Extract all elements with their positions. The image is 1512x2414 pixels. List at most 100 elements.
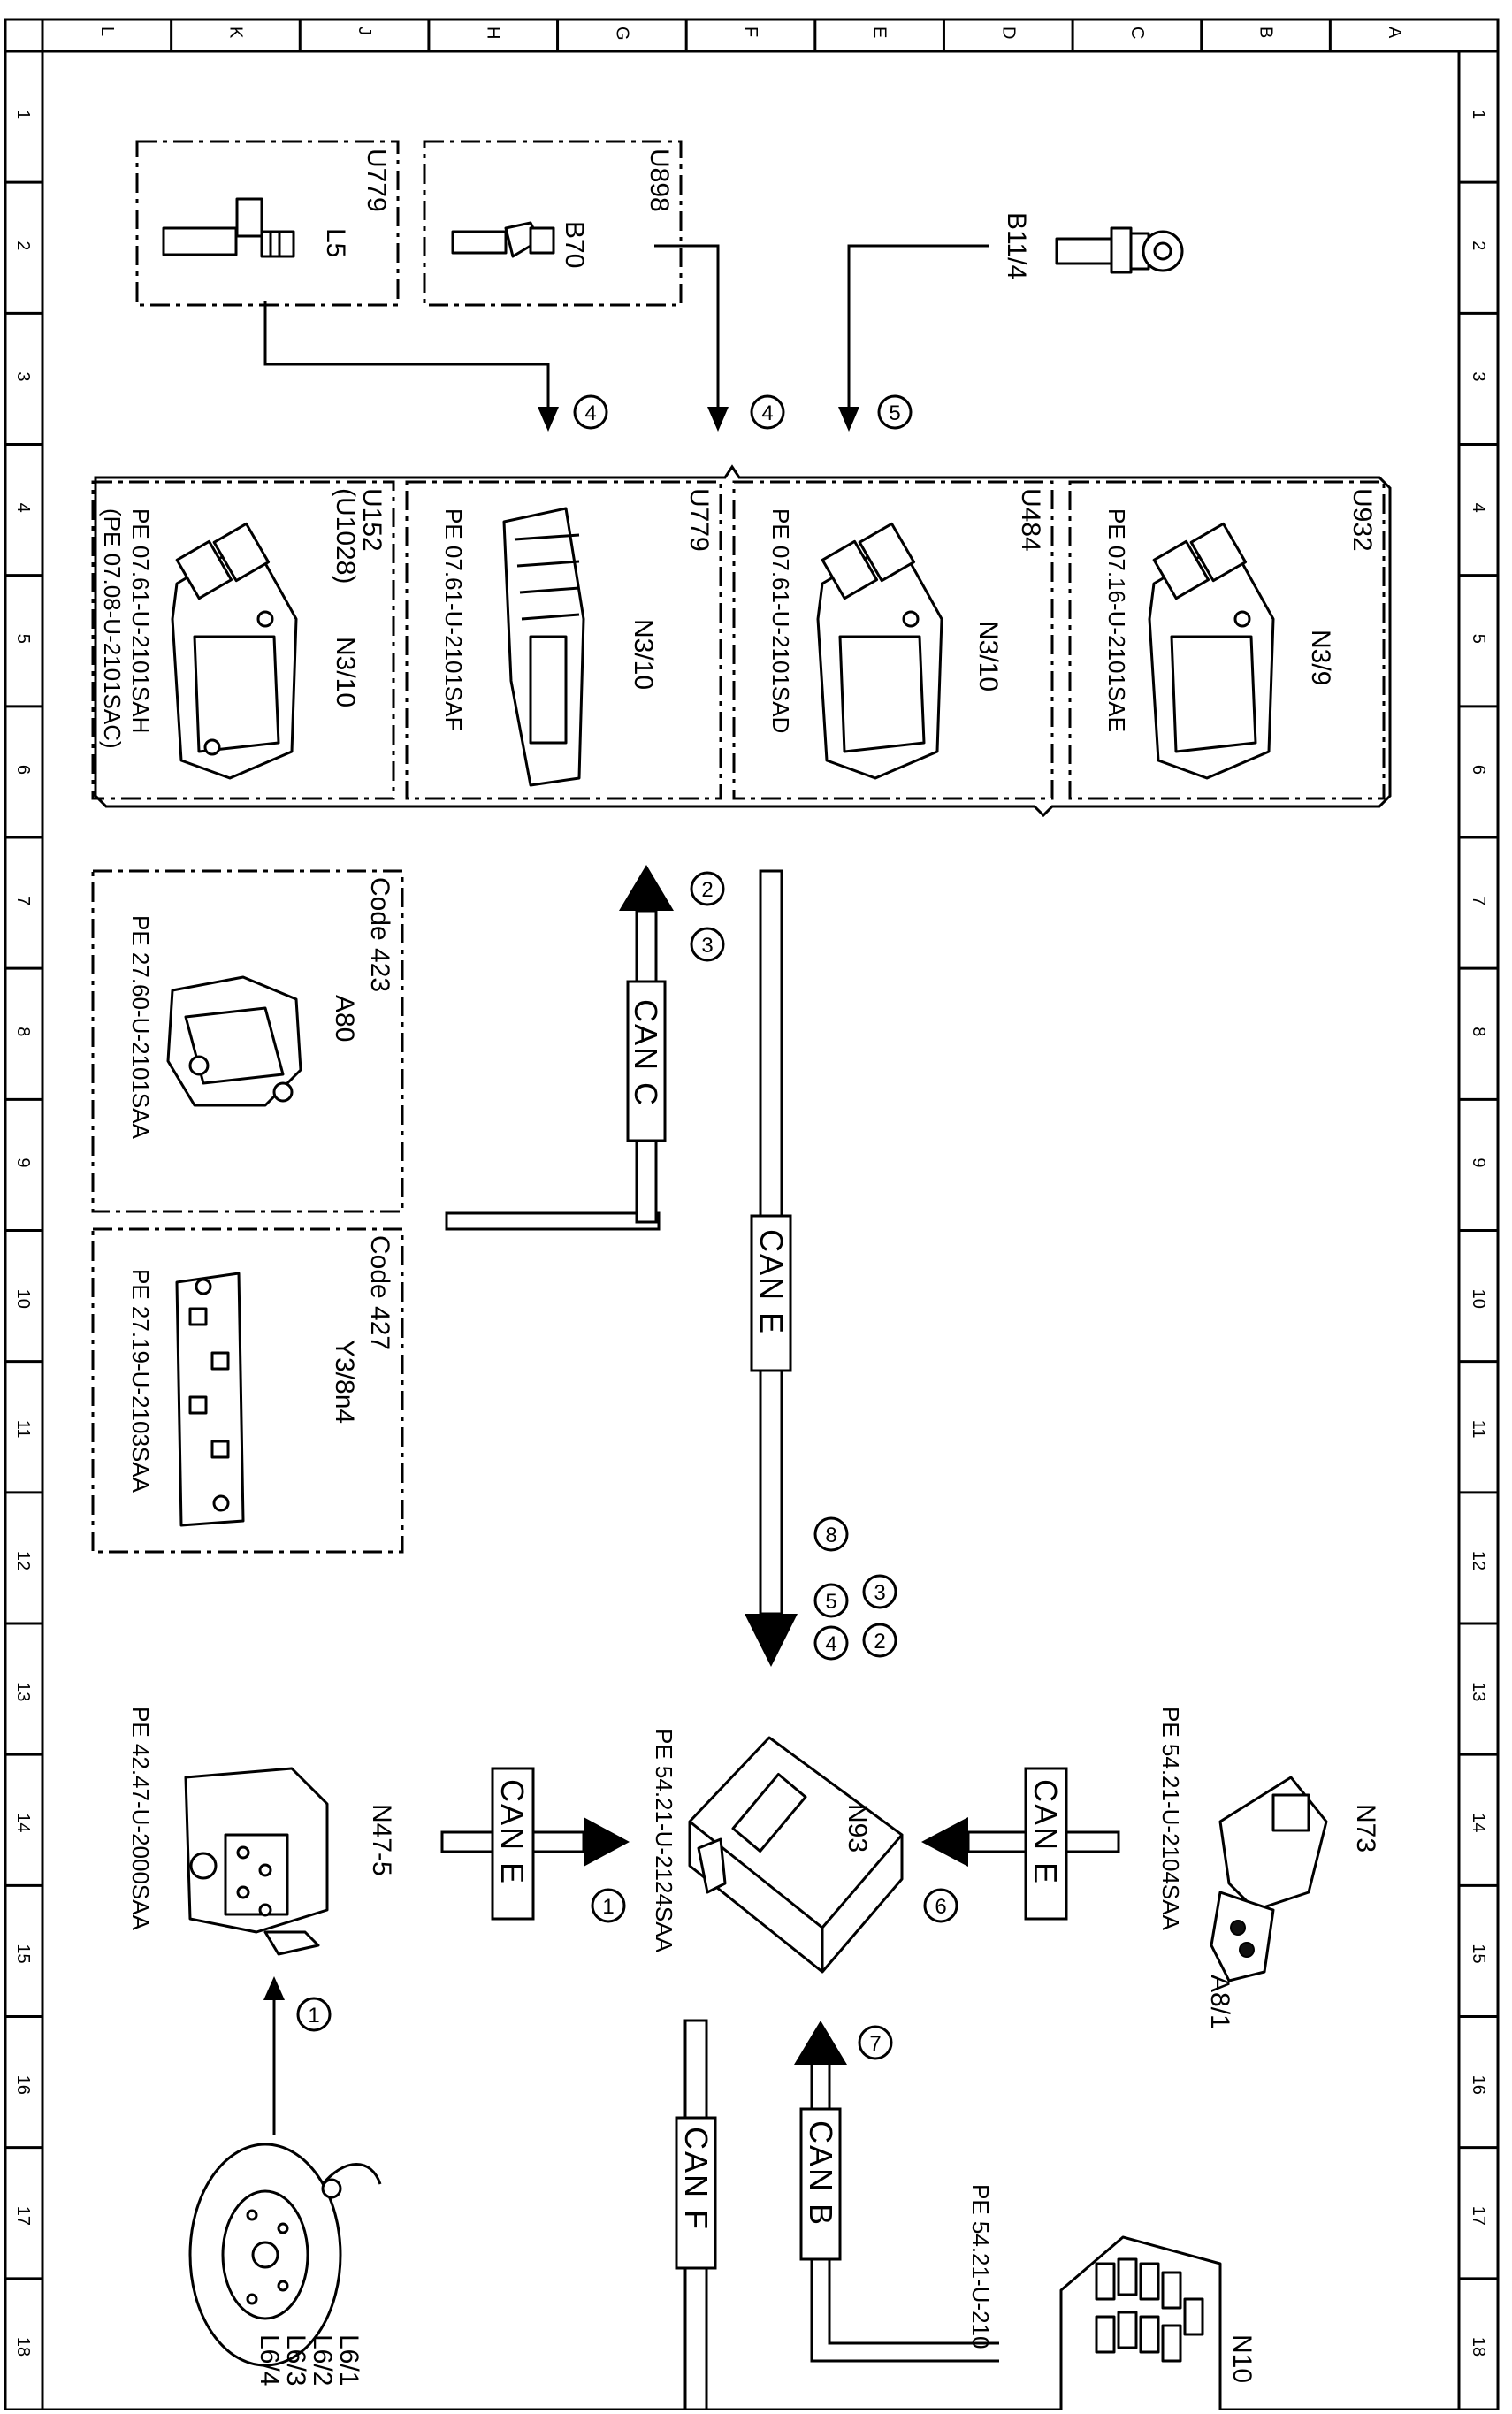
can-c-bus: CAN C 2 3 — [445, 865, 725, 1231]
can-f-bus: CAN F — [675, 2019, 717, 2411]
can-e-right-bus: CAN E 6 — [921, 1767, 1120, 1923]
reference-text: PE 54.21-U-210 — [967, 2184, 994, 2349]
row-label: 18 — [1469, 2337, 1488, 2357]
row-label: 7 — [13, 896, 33, 905]
reference-text: PE 07.61-U-2101SAH — [127, 508, 154, 733]
row-label: 16 — [1469, 2075, 1488, 2095]
bus-label-box — [799, 2107, 842, 2261]
column-label: A — [1385, 27, 1404, 39]
reference-text: PE 07.16-U-2101SAE — [1103, 508, 1130, 732]
module-n73: N73 A8/1 PE 54.21-U-2104SAA — [1157, 1707, 1380, 2029]
can-b-bus: CAN B 7 — [794, 2021, 999, 2363]
group-label-u932: U932 — [1348, 488, 1377, 552]
sensor-b70-icon — [451, 221, 555, 258]
arrow-head — [794, 2021, 847, 2065]
component-label-l6-1: L6/1 — [334, 2334, 363, 2386]
ecu-block-u779: U779 N3/10 PE 07.61-U-2101SAF — [405, 480, 722, 800]
actuator-a80-icon — [166, 975, 302, 1107]
signal-number: 2 — [701, 878, 713, 902]
can-e-left-bus: CAN E 1 — [440, 1767, 630, 1923]
bus-label-can-c: CAN C — [628, 999, 664, 1107]
row-label: 14 — [13, 1813, 33, 1832]
row-label: 9 — [1469, 1157, 1488, 1167]
row-label: 10 — [1469, 1289, 1488, 1309]
component-label-l6-4: L6/4 — [255, 2334, 284, 2386]
row-label: 8 — [13, 1027, 33, 1036]
group-label-u779: U779 — [362, 149, 391, 212]
bus-label-can-b: CAN B — [803, 2120, 839, 2227]
bus-label-can-f: CAN F — [678, 2127, 714, 2231]
ecu-module-icon — [1148, 522, 1275, 780]
column-label: K — [225, 27, 245, 39]
row-label: 13 — [13, 1682, 33, 1701]
reference-text: PE 42.47-U-2000SAA — [127, 1707, 154, 1931]
arrow-head — [921, 1817, 968, 1867]
component-label-l5: L5 — [321, 228, 350, 257]
component-label-n10: N10 — [1227, 2334, 1256, 2383]
ecu-block-u932: U932 N3/9 PE 07.16-U-2101SAE — [1068, 480, 1386, 800]
reference-text: (PE 07.08-U-2101SAC) — [99, 508, 126, 749]
arrow-head — [745, 1614, 798, 1667]
ignition-switch-icon — [1210, 1776, 1328, 1982]
abs-unit-icon — [184, 1767, 329, 1956]
row-label: 11 — [13, 1420, 33, 1439]
signal-number: 4 — [825, 1632, 836, 1656]
component-label-n3-9: N3/9 — [1306, 630, 1335, 685]
ecu-module-icon — [816, 522, 943, 780]
ecu-block-u152: U152 (U1028) N3/10 PE 07.61-U-2101SAH (P… — [91, 480, 395, 800]
signal-number: 2 — [874, 1630, 885, 1654]
valve-body-icon — [175, 1272, 245, 1527]
row-label: 17 — [1469, 2206, 1488, 2226]
fuse-relay-box-icon — [1059, 2235, 1222, 2410]
row-label: 5 — [13, 634, 33, 644]
signal-number: 1 — [308, 2004, 319, 2028]
component-label-n3-10: N3/10 — [974, 621, 1003, 691]
reference-text: PE 54.21-U-2104SAA — [1157, 1707, 1184, 1931]
sensor-b11-4-icon — [1055, 226, 1184, 274]
brake-disc-icon — [188, 2143, 382, 2367]
bus-label-box — [626, 980, 667, 1142]
signal-number: 3 — [701, 934, 713, 958]
column-label: H — [484, 27, 503, 39]
signal-marker — [877, 394, 913, 430]
reference-text: PE 07.61-U-2101SAF — [440, 508, 467, 730]
component-label-b70: B70 — [560, 221, 589, 268]
row-label: 2 — [1469, 241, 1488, 250]
row-label: 11 — [1469, 1420, 1488, 1439]
group-label-u898: U898 — [645, 149, 674, 212]
component-label-a8-1: A8/1 — [1205, 1975, 1234, 2029]
row-label: 1 — [1469, 110, 1488, 119]
ecu-module-icon — [171, 522, 298, 780]
group-label-code-427: Code 427 — [365, 1235, 394, 1350]
module-n47-5: N47-5 PE 42.47-U-2000SAA — [127, 1707, 396, 1956]
row-label: 10 — [13, 1289, 33, 1309]
signal-number: 5 — [825, 1590, 836, 1614]
arrow-head — [619, 865, 674, 911]
can-e-main-bus: CAN E 8 5 4 3 2 — [745, 869, 897, 1667]
component-label-l6-2: L6/2 — [308, 2334, 337, 2386]
signal-number: 6 — [935, 1895, 946, 1919]
column-label: L — [97, 27, 117, 36]
column-label: B — [1256, 27, 1276, 38]
row-label: 9 — [13, 1157, 33, 1167]
group-label-u1028: (U1028) — [331, 488, 360, 584]
group-label-u484: U484 — [1016, 488, 1045, 552]
component-label-b11-4: B11/4 — [1002, 212, 1031, 279]
signal-number: 7 — [869, 2032, 881, 2056]
component-label-y3-8n4: Y3/8n4 — [330, 1340, 359, 1424]
bus-label-box — [675, 2116, 717, 2270]
signal-number: 3 — [874, 1581, 885, 1605]
row-label: 6 — [13, 765, 33, 775]
row-label: 7 — [1469, 896, 1488, 905]
component-label-n3-10: N3/10 — [629, 619, 658, 690]
row-label: 4 — [1469, 503, 1488, 513]
column-label: G — [612, 27, 631, 41]
row-label: 14 — [1469, 1813, 1488, 1832]
signal-number: 4 — [584, 401, 596, 425]
group-label-code-423: Code 423 — [365, 877, 394, 992]
module-n10: PE 54.21-U-210 N10 — [967, 2184, 1256, 2410]
bus-label-can-e: CAN E — [753, 1229, 790, 1335]
signal-marker — [750, 394, 785, 430]
option-block-code-423: Code 423 A80 PE 27.60-U-2101SAA — [91, 869, 404, 1213]
